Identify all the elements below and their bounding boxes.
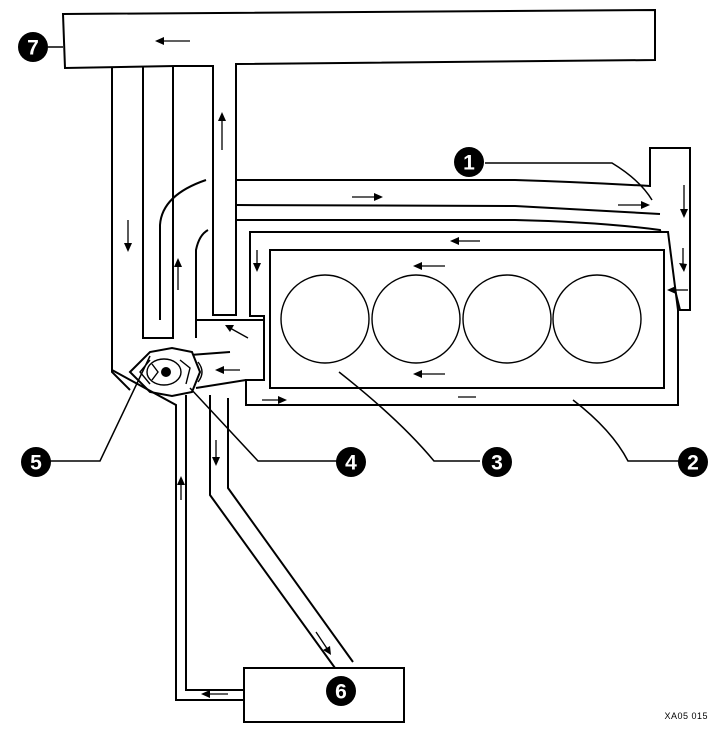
cylinder-head-passage [235, 147, 691, 311]
callout-7: 7 [18, 32, 48, 62]
flow-arrows [124, 37, 688, 698]
callout-label: 4 [345, 452, 357, 475]
pump-outlet-passage [189, 319, 264, 389]
callout-3: 3 [482, 447, 512, 477]
figure-code: XA05 015 [664, 711, 708, 721]
arrow-left [413, 262, 445, 270]
arrow-up [174, 258, 182, 290]
arrow-up [218, 112, 226, 150]
leader-2 [572, 399, 680, 462]
callout-label: 1 [463, 152, 475, 175]
heater-pipes [111, 369, 354, 701]
callout-5: 5 [21, 447, 51, 477]
arrow-left [215, 366, 240, 374]
arrow-right [618, 201, 650, 209]
arrow-up-left [225, 325, 249, 339]
arrow-down [124, 220, 132, 252]
callout-2: 2 [678, 447, 708, 477]
callout-label: 6 [335, 681, 347, 704]
arrow-down [680, 185, 688, 218]
callout-label: 3 [491, 452, 503, 475]
leader-lines [48, 46, 680, 462]
arrow-down [253, 250, 261, 272]
valve [179, 359, 203, 385]
radiator-return-pipe [111, 66, 174, 370]
arrow-up [177, 476, 185, 500]
arrow-left [667, 286, 688, 294]
arrow-left [201, 690, 228, 698]
callout-label: 2 [687, 452, 699, 475]
callout-4: 4 [336, 447, 366, 477]
leader-5 [50, 355, 151, 462]
arrow-right [352, 193, 383, 201]
leader-4 [189, 387, 338, 462]
engine-block-jacket [245, 231, 679, 406]
callout-label: 7 [27, 37, 39, 60]
arrow-left [413, 370, 445, 378]
arrow-left [450, 237, 480, 245]
arrow-down [679, 248, 687, 272]
heater-core [243, 667, 405, 723]
bypass-elbow [159, 179, 209, 320]
leader-1 [485, 162, 653, 201]
callout-label: 5 [30, 452, 42, 475]
cylinders [280, 274, 642, 364]
arrow-down-right [315, 631, 331, 655]
callout-1: 1 [454, 147, 484, 177]
arrow-left [155, 37, 190, 45]
arrow-right [262, 396, 287, 404]
leader-3 [338, 371, 480, 462]
arrow-down [212, 440, 220, 466]
callout-6: 6 [326, 676, 356, 706]
